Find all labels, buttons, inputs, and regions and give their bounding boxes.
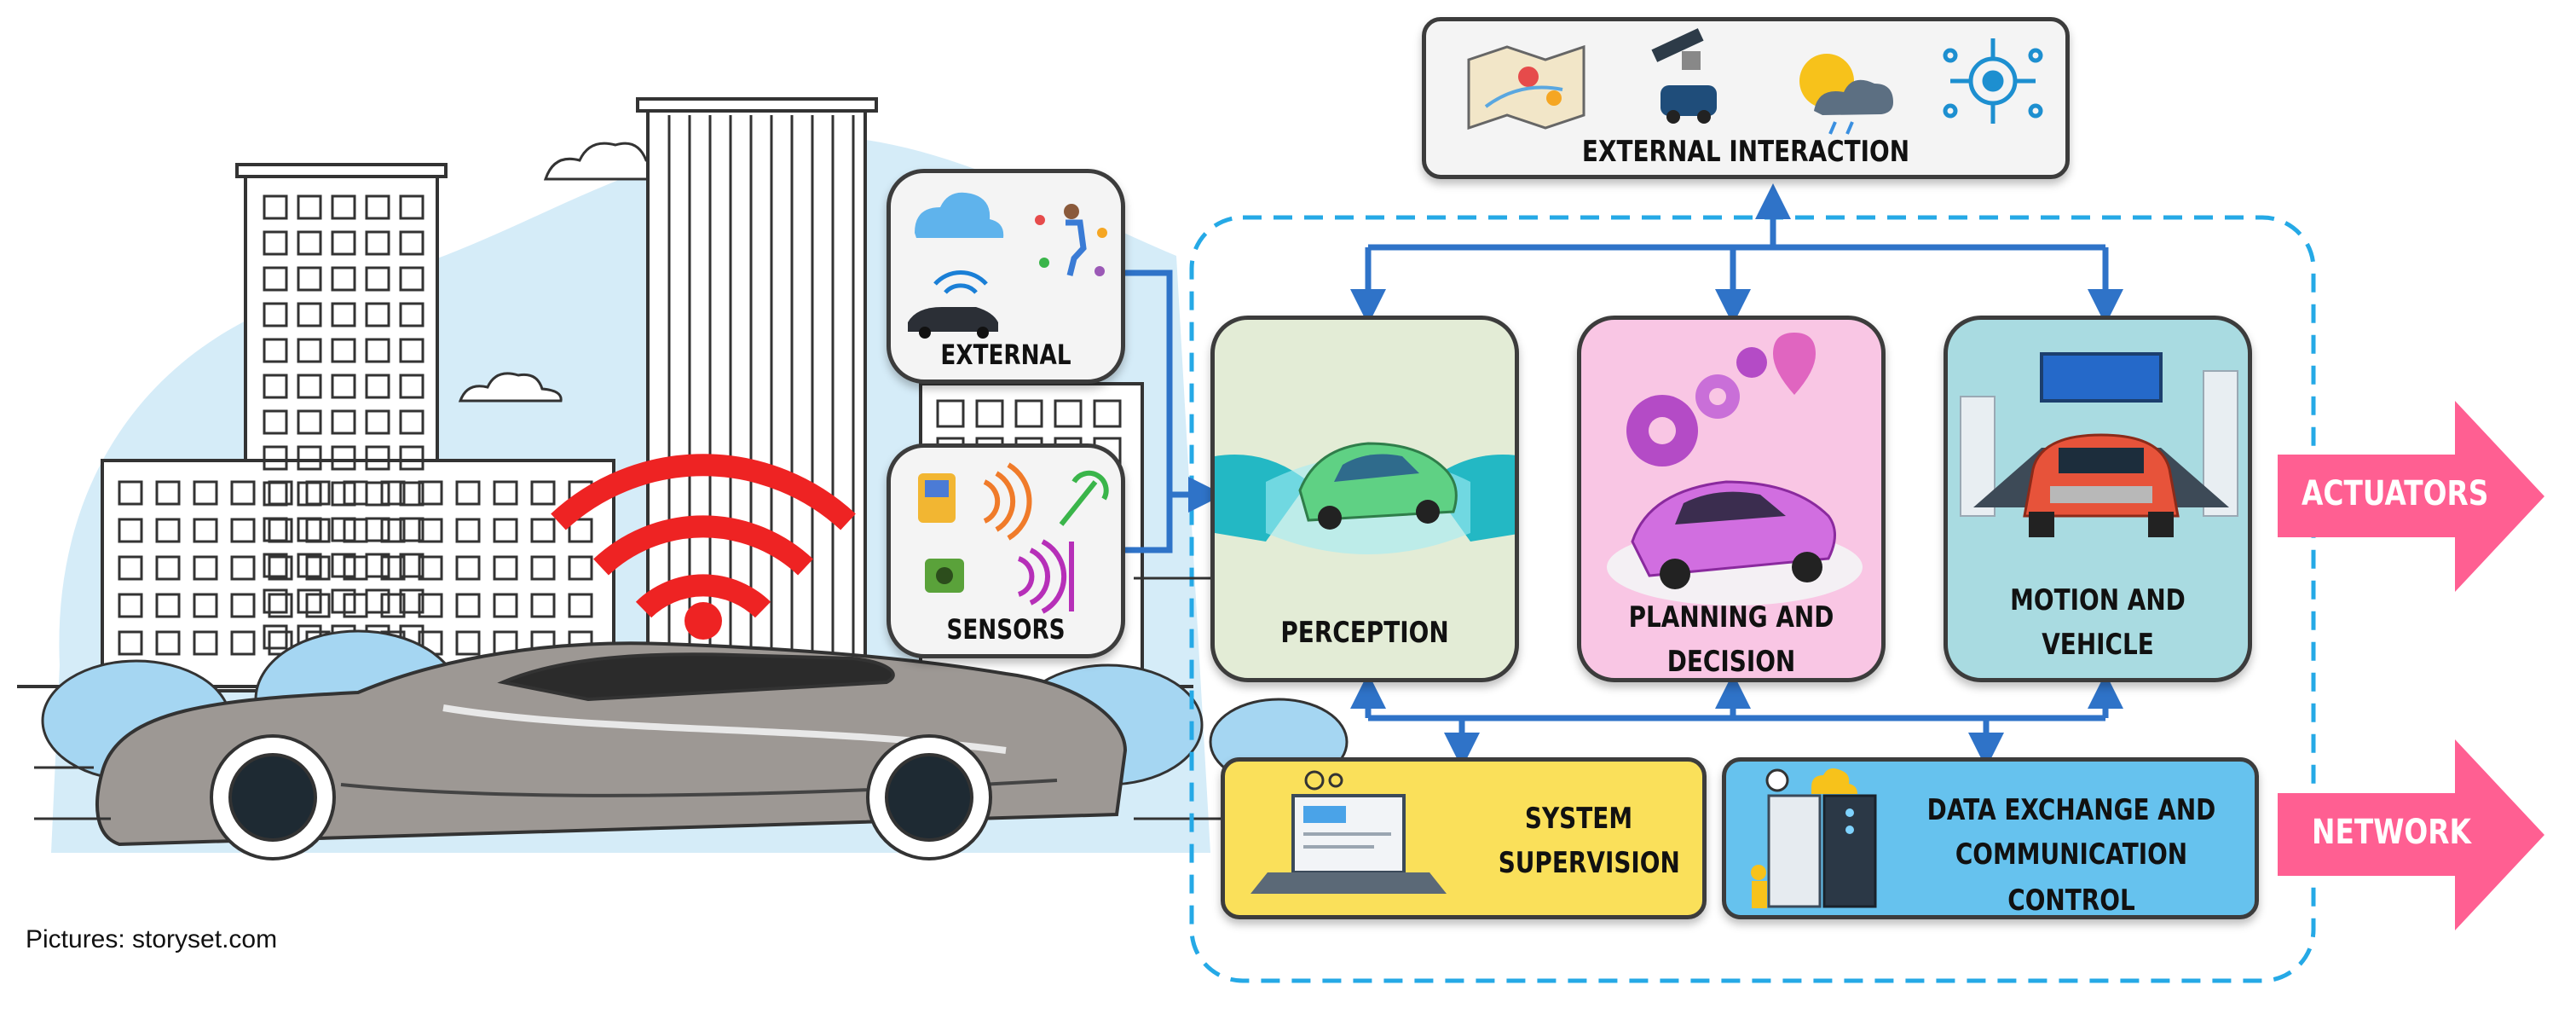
planning-decision-label-line2: DECISION (1666, 645, 1796, 679)
planning-decision-label-line1: PLANNING AND (1628, 600, 1834, 634)
map-icon (1467, 44, 1585, 130)
sound-wave-icon (1017, 539, 1074, 614)
perception-block: PERCEPTION (1210, 316, 1519, 682)
motion-vehicle-control-label-line2: VEHICLE CONTROL (2034, 628, 2161, 678)
sensors-block: SENSORS (887, 443, 1125, 658)
runner-icon (1035, 204, 1107, 276)
cloud-icon (1811, 768, 1857, 794)
satellite-icon (1651, 28, 1717, 124)
clock-icon (1765, 768, 1789, 792)
location-pin-icon (1773, 333, 1816, 395)
speaker-icon (925, 559, 964, 593)
perception-label: PERCEPTION (1280, 616, 1449, 650)
laptop-icon (1250, 794, 1447, 894)
motion-vehicle-control-label-line1: MOTION AND (2010, 583, 2186, 617)
person-icon (1751, 865, 1767, 908)
car-icon (908, 307, 998, 339)
gear-icon (1626, 347, 1767, 466)
wifi-icon (933, 270, 988, 294)
planning-decision-block: PLANNING AND DECISION (1577, 316, 1886, 682)
motion-vehicle-control-block: MOTION AND VEHICLE CONTROL (1944, 316, 2252, 682)
network-label: NETWORK (2312, 813, 2471, 852)
gear-icon (1304, 770, 1343, 791)
image-credit: Pictures: storyset.com (26, 925, 278, 953)
system-supervision-block: SYSTEM SUPERVISION (1221, 757, 1707, 919)
external-data-label: EXTERNAL DATA (940, 339, 1071, 371)
system-supervision-label-line1: SYSTEM (1524, 802, 1633, 836)
external-interaction-block: EXTERNAL INTERACTION (1422, 17, 2070, 179)
sensors-label: SENSORS (946, 613, 1066, 646)
actuators-arrow (2278, 401, 2544, 592)
external-interaction-label: EXTERNAL INTERACTION (1581, 135, 1910, 169)
car-icon (1298, 442, 1458, 530)
cloud-icon (458, 142, 672, 403)
car-icon (1631, 480, 1836, 589)
wifi-icon (551, 454, 856, 618)
data-exchange-label-line1: DATA EXCHANGE AND (1926, 793, 2216, 827)
external-data-block: EXTERNAL DATA (887, 169, 1125, 384)
data-exchange-block: DATA EXCHANGE AND COMMUNICATION CONTROL (1722, 757, 2259, 919)
weather-icon (1799, 54, 1893, 135)
radar-icon (918, 473, 956, 523)
actuators-label: ACTUATORS (2302, 474, 2489, 513)
system-supervision-label-line2: SUPERVISION (1498, 846, 1680, 880)
probe-icon (1059, 470, 1109, 526)
cloud-icon (915, 192, 1004, 238)
display-panel (2040, 352, 2163, 403)
network-arrow (2278, 739, 2544, 930)
circuit-icon (1943, 38, 2043, 124)
car-icon (2023, 433, 2180, 537)
server-icon (1767, 794, 1877, 908)
data-exchange-label-line2: COMMUNICATION CONTROL (1955, 837, 2188, 918)
sound-wave-icon (983, 462, 1032, 541)
car-illustration (95, 641, 1128, 860)
